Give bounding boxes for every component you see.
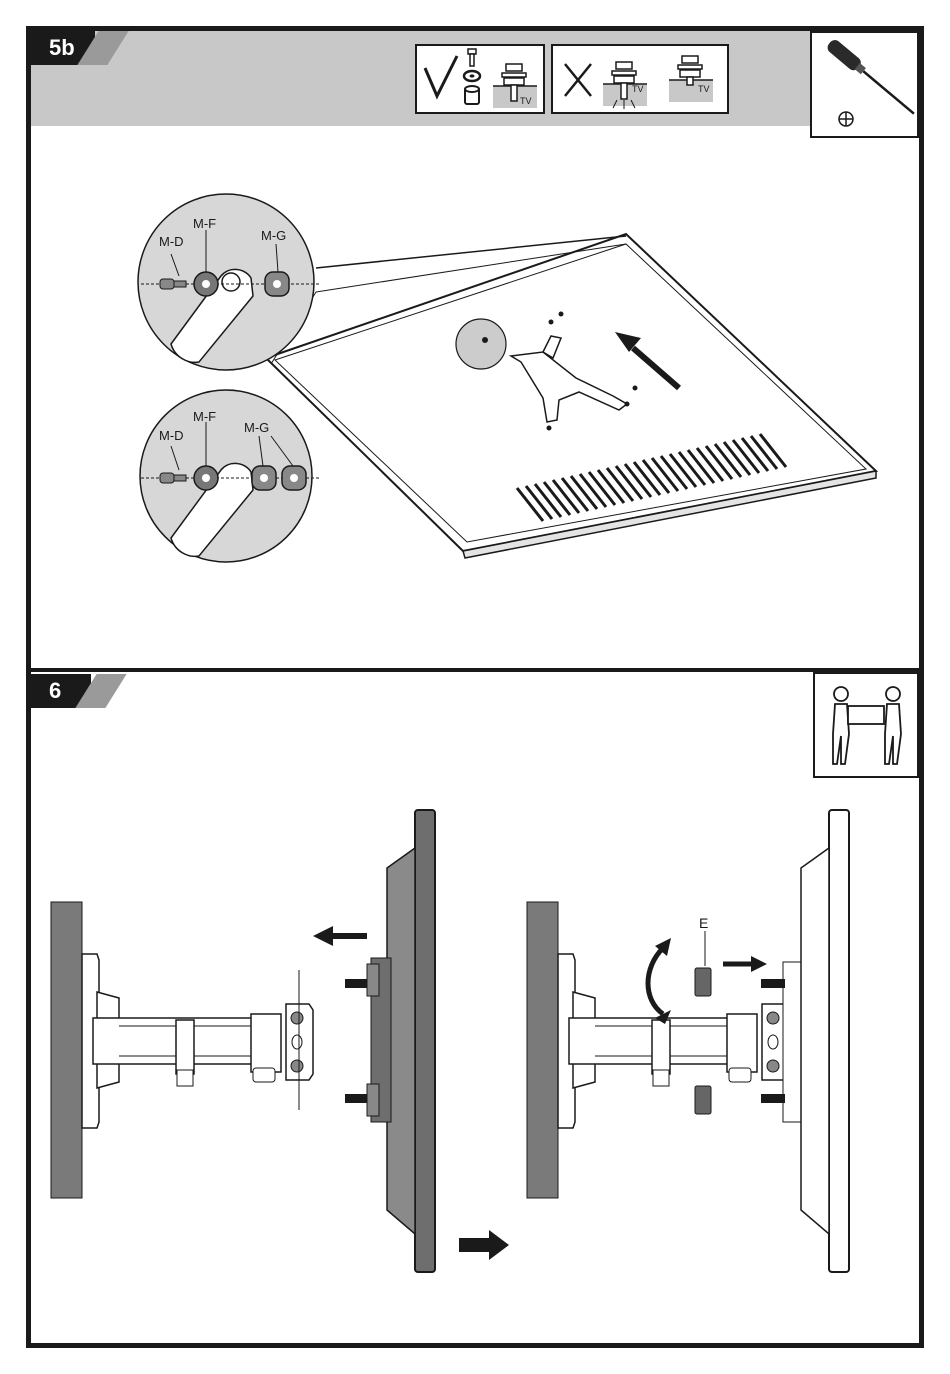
label-md-bottom: M-D	[159, 428, 184, 443]
tv-side-left	[415, 810, 435, 1272]
wall-right	[527, 902, 558, 1198]
incorrect-assembly-icon: TV TV	[553, 46, 727, 112]
legend-incorrect-box: TV TV	[551, 44, 729, 114]
label-mg-top: M-G	[261, 228, 286, 243]
detail-circle-bottom: M-D M-F M-G	[140, 390, 321, 562]
arm-left	[93, 1018, 253, 1064]
correct-assembly-icon: TV	[417, 46, 543, 112]
tv-label-2: TV	[698, 84, 710, 94]
left-scene	[51, 810, 509, 1272]
section-divider	[31, 668, 919, 672]
tool-icon-box	[810, 31, 919, 138]
legend-correct-box: TV	[415, 44, 545, 114]
part-e-label: E	[699, 915, 708, 931]
arrow-left-icon	[313, 926, 367, 946]
arrow-right-small-icon	[723, 956, 767, 972]
detail-circle-top: M-D M-F M-G	[138, 194, 321, 370]
tv-label-1: TV	[632, 84, 644, 94]
label-mf-bottom: M-F	[193, 409, 216, 424]
step-6-illustration: E	[31, 778, 919, 1343]
tv-label: TV	[520, 96, 532, 106]
label-mf-top: M-F	[193, 216, 216, 231]
step-5b-number: 5b	[49, 31, 75, 65]
part-e-bottom	[695, 1086, 711, 1114]
screw-stack-icon	[464, 49, 480, 104]
tv-side-right	[829, 810, 849, 1272]
step-5b-illustration: M-D M-F M-G M-D M-F M-G	[31, 126, 919, 668]
two-person-box	[813, 672, 919, 778]
label-md-top: M-D	[159, 234, 184, 249]
arrow-right-icon	[459, 1230, 509, 1260]
rotate-arrow-icon	[648, 938, 671, 1024]
right-scene: E	[527, 810, 849, 1272]
two-person-lift-icon	[815, 674, 917, 776]
arm-right	[569, 1018, 729, 1064]
label-mg-bottom: M-G	[244, 420, 269, 435]
wall-left	[51, 902, 82, 1198]
step-6-number: 6	[49, 674, 61, 708]
part-e-top	[695, 968, 711, 996]
phillips-screwdriver-icon	[812, 33, 917, 136]
